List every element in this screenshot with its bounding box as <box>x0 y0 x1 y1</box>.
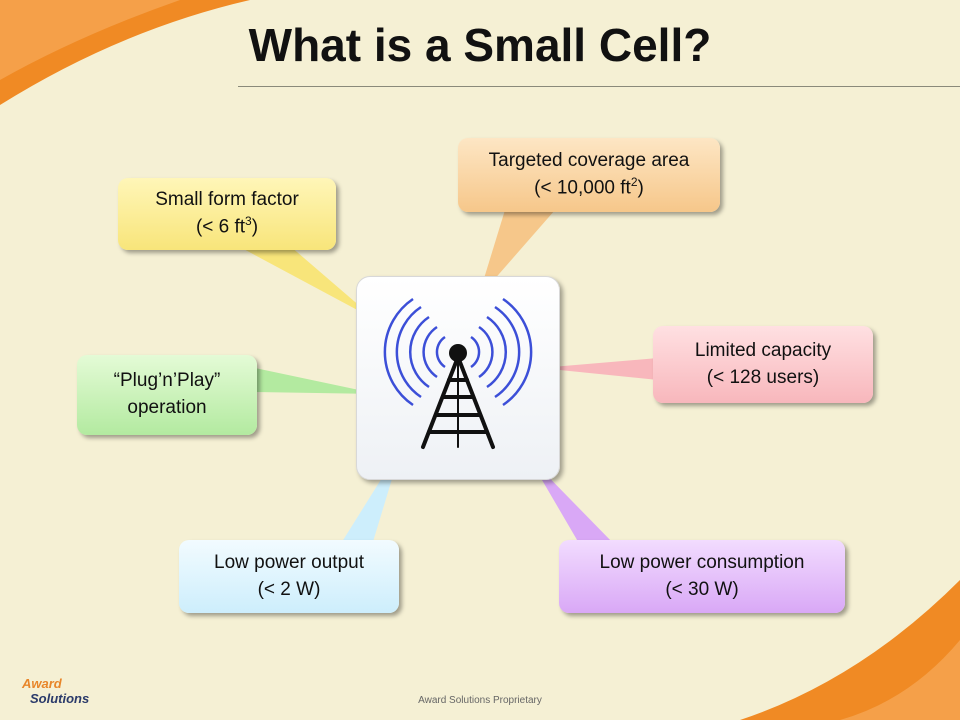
tail-form-factor <box>238 246 376 320</box>
slide-title: What is a Small Cell? <box>248 19 712 71</box>
callout-plug-n-play-line1: “Plug’n’Play” <box>113 370 221 392</box>
callout-capacity: Limited capacity (< 128 users) <box>653 326 873 403</box>
callout-coverage: Targeted coverage area (< 10,000 ft2) <box>458 138 720 212</box>
callout-power-output: Low power output (< 2 W) <box>179 540 399 613</box>
callout-power-consumption-line1: Low power consumption <box>599 551 805 573</box>
callout-plug-n-play-line2: operation <box>127 397 207 418</box>
callout-plug-n-play: “Plug’n’Play” operation <box>77 355 257 435</box>
logo-line2: Solutions <box>30 691 90 706</box>
callout-form-factor-line1: Small form factor <box>155 188 299 210</box>
callout-coverage-line1: Targeted coverage area <box>488 149 690 171</box>
callout-power-consumption: Low power consumption (< 30 W) <box>559 540 845 613</box>
callout-form-factor-line2: (< 6 ft3) <box>195 214 259 238</box>
callout-power-consumption-line2: (< 30 W) <box>665 578 739 600</box>
cell-tower-icon <box>383 297 533 449</box>
tail-capacity <box>540 358 658 380</box>
callout-coverage-line2: (< 10,000 ft2) <box>534 175 644 199</box>
callout-form-factor: Small form factor (< 6 ft3) <box>118 178 336 250</box>
radio-waves-icon <box>383 297 533 407</box>
tail-plug-n-play <box>255 368 378 394</box>
logo-line1: Award <box>22 676 62 691</box>
footer-text: Award Solutions Proprietary <box>418 695 542 706</box>
company-logo: Award Solutions <box>22 676 89 706</box>
callout-power-output-line1: Low power output <box>214 551 364 573</box>
cell-tower-panel <box>356 276 560 480</box>
title-divider <box>238 86 960 87</box>
callout-power-output-line2: (< 2 W) <box>257 578 321 600</box>
callout-capacity-line1: Limited capacity <box>694 339 832 361</box>
callout-capacity-line2: (< 128 users) <box>706 366 820 388</box>
